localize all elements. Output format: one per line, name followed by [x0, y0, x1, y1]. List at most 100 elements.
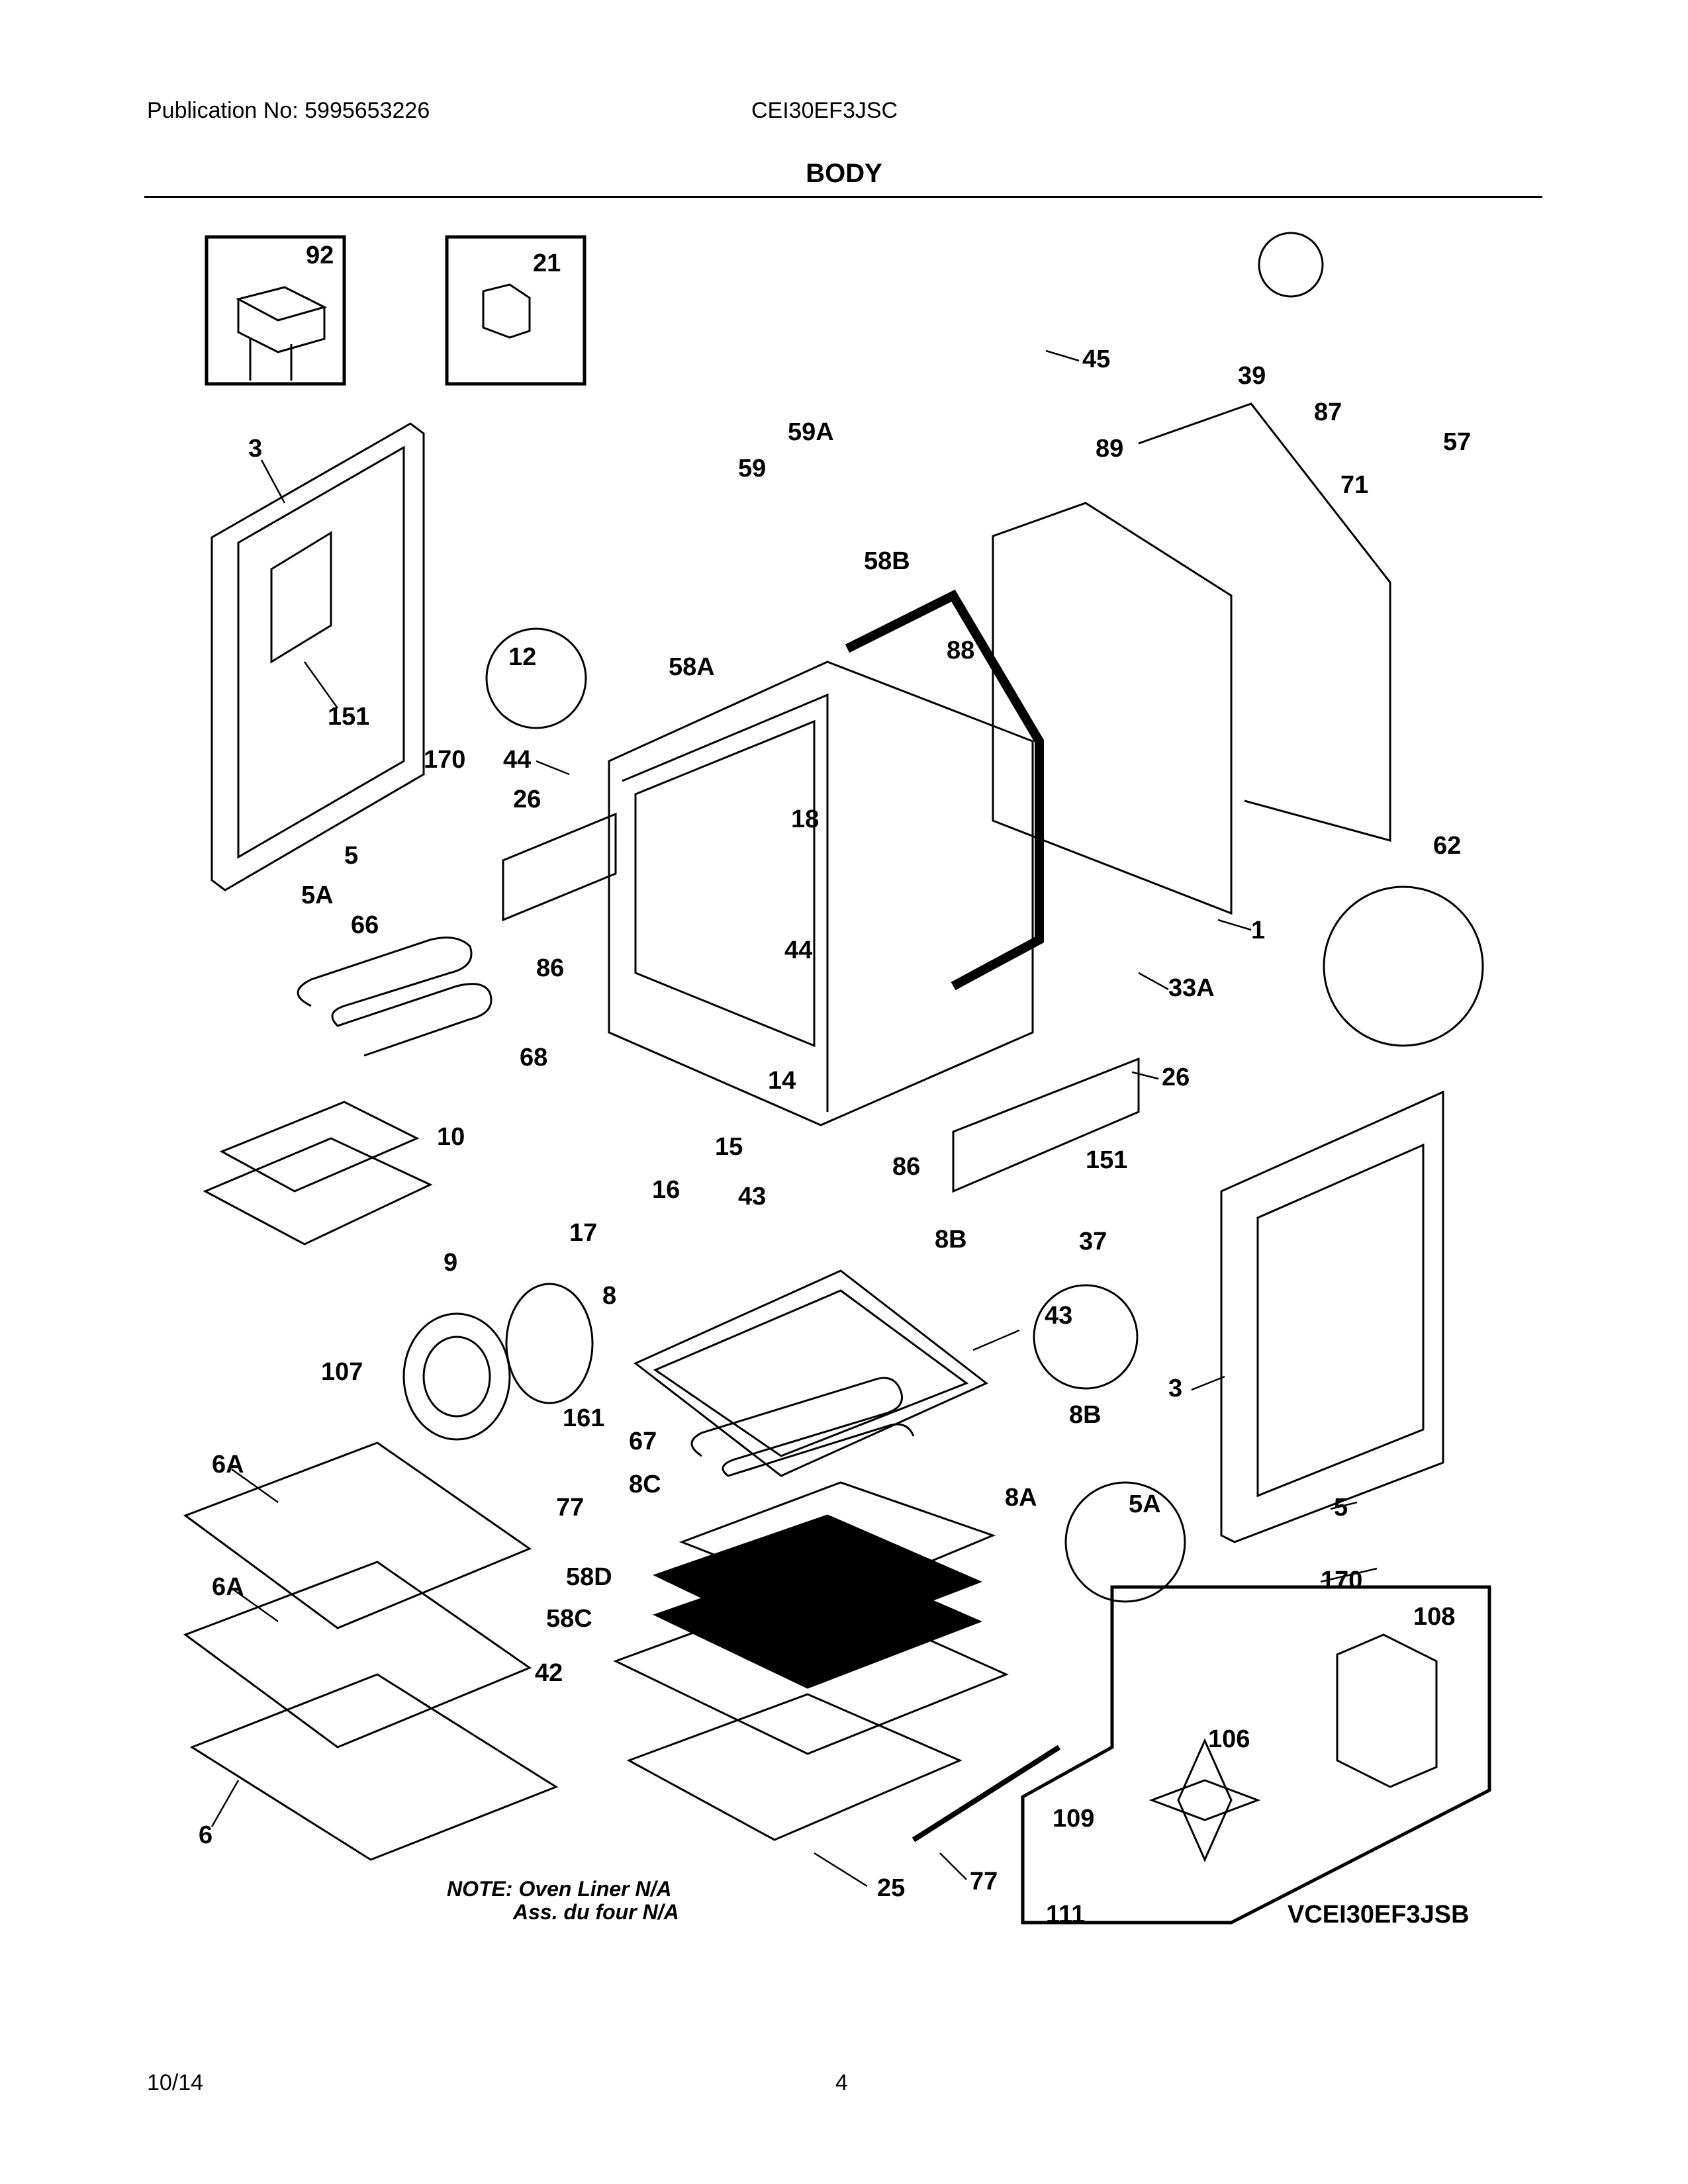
fan-element [505, 1283, 594, 1404]
part-label: 8B [935, 1226, 967, 1253]
roll-out-rack [189, 1673, 559, 1861]
part-label: 58C [546, 1605, 592, 1633]
part-label: 77 [970, 1868, 998, 1895]
part-label: 66 [351, 911, 379, 939]
model-number: CEI30EF3JSC [751, 98, 898, 123]
fan-cover [402, 1312, 511, 1441]
part-label: 71 [1340, 471, 1368, 499]
broiler-pan [203, 1137, 433, 1246]
part-label: 45 [1082, 345, 1110, 373]
part-label: 25 [877, 1874, 905, 1902]
part-label: 16 [652, 1176, 680, 1204]
part-label: 108 [1413, 1603, 1455, 1631]
footer-page-number: 4 [835, 2070, 848, 2095]
drip-pan [633, 1269, 988, 1477]
part-label: 62 [1433, 832, 1461, 860]
side-panel-left [211, 422, 425, 891]
part-label: 57 [1443, 428, 1471, 456]
broil-element [297, 936, 492, 1057]
note-line-2: Ass. du four N/A [512, 1900, 679, 1924]
part-label: 6A [212, 1573, 244, 1601]
part-label: 26 [1162, 1064, 1190, 1091]
part-label: 43 [738, 1183, 766, 1210]
detail-circle-43 [1033, 1284, 1139, 1390]
part-label: 5A [1129, 1490, 1161, 1518]
part-label: 6 [199, 1821, 212, 1849]
convection-motor [1336, 1633, 1438, 1788]
part-label: 68 [520, 1044, 547, 1071]
part-label: 170 [424, 746, 465, 774]
part-label: 5 [344, 842, 358, 870]
part-label: 5 [1334, 1494, 1348, 1522]
detail-circle-12 [485, 627, 587, 729]
bottom-panel-25 [626, 1693, 962, 1841]
inset-box-switch [445, 235, 586, 386]
part-label: 8C [629, 1471, 661, 1498]
part-label: 59A [788, 418, 834, 446]
detail-circle-5A [1064, 1481, 1186, 1603]
side-panel-right [1220, 1090, 1444, 1543]
part-label: 26 [513, 786, 541, 813]
inset-box-capacitor [205, 235, 346, 386]
bottom-panel-42 [613, 1587, 1009, 1755]
part-label: 44 [503, 746, 531, 774]
part-label: 44 [784, 936, 812, 964]
part-label: 67 [629, 1428, 657, 1455]
part-label: 15 [715, 1133, 743, 1161]
part-label: 42 [535, 1659, 563, 1687]
switch-part [482, 283, 531, 339]
insulation-58C [653, 1554, 982, 1689]
part-label: 12 [508, 643, 536, 671]
bake-element [690, 1377, 915, 1477]
part-label: 10 [437, 1123, 465, 1151]
detail-circle-62 [1323, 886, 1484, 1047]
part-label: 3 [1168, 1375, 1182, 1402]
part-label: 86 [536, 954, 564, 982]
part-label: 18 [791, 805, 819, 833]
part-label: 58A [669, 653, 715, 681]
broiler-pan-grid [219, 1101, 420, 1193]
part-label: 1 [1251, 917, 1265, 944]
insulation-blanket [845, 589, 1044, 991]
part-label: 87 [1314, 398, 1342, 426]
publication-number: Publication No: 5995653226 [147, 98, 430, 123]
part-label: 5A [301, 882, 334, 909]
rail-77 [912, 1745, 1061, 1843]
part-label: 106 [1208, 1725, 1250, 1753]
oven-cavity [608, 660, 1034, 1126]
convection-fan-blade [1149, 1738, 1261, 1862]
side-rail-left [502, 812, 617, 922]
part-label: 161 [563, 1404, 604, 1432]
part-label: 86 [892, 1153, 920, 1181]
part-label: 109 [1053, 1805, 1094, 1833]
part-label: 3 [248, 435, 262, 463]
part-label: 39 [1238, 362, 1266, 390]
leader-lines [211, 349, 1378, 1888]
part-label: 9 [444, 1249, 457, 1277]
part-label: 89 [1096, 435, 1123, 463]
part-label: 92 [306, 242, 334, 269]
part-label: 107 [321, 1358, 363, 1386]
part-label: 43 [1045, 1302, 1072, 1330]
part-label: 8B [1069, 1401, 1102, 1429]
capacitor-part [235, 286, 328, 353]
part-label: 8 [602, 1282, 616, 1310]
part-label: 88 [947, 637, 974, 664]
part-label: 37 [1079, 1228, 1107, 1255]
part-label: 21 [533, 250, 561, 277]
note-line-1: NOTE: Oven Liner N/A [447, 1877, 672, 1901]
part-label: 14 [768, 1067, 796, 1095]
part-label: 8A [1005, 1484, 1037, 1512]
footer-date: 10/14 [147, 2070, 204, 2095]
wire-harness-39 [1258, 232, 1324, 298]
section-title: BODY [806, 159, 882, 188]
part-label: 111 [1046, 1901, 1085, 1929]
part-label: 77 [556, 1494, 584, 1522]
header-rule [144, 196, 1542, 198]
part-label: 151 [1086, 1146, 1127, 1174]
part-label: 151 [328, 703, 369, 731]
part-label: 17 [569, 1219, 597, 1247]
side-rail [952, 1057, 1140, 1193]
back-panel [992, 502, 1233, 915]
